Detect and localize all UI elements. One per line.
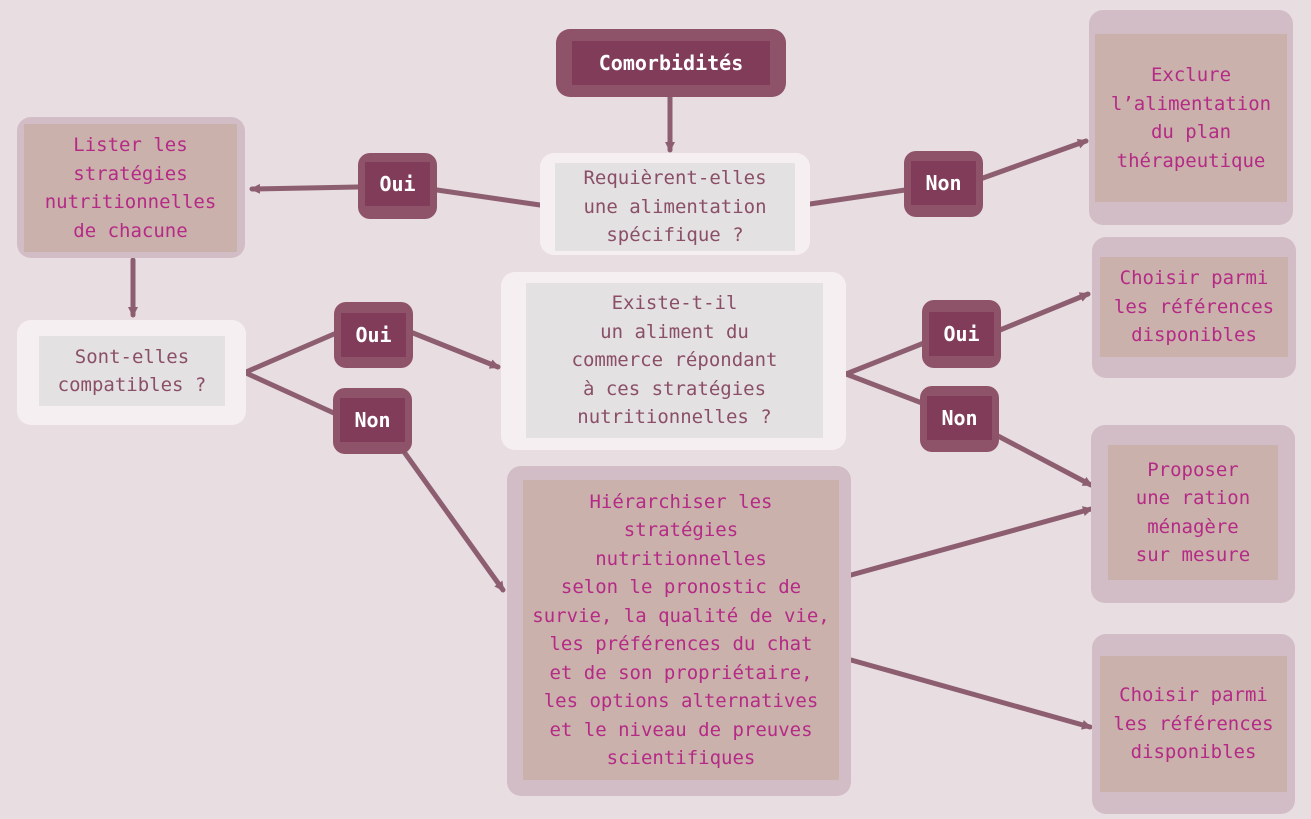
choisir-references-box-1: Choisir parmi les références disponibles [1092, 237, 1296, 378]
answer-non-2: Non [333, 388, 412, 454]
comorbidites-box: Comorbidités [556, 29, 786, 97]
answer-non-2-label: Non [340, 398, 405, 442]
connector-question-to-oui-1 [434, 187, 543, 208]
connector-aliment-to-non-3 [843, 371, 925, 406]
exclure-label: Exclure l’alimentation du plan thérapeut… [1095, 34, 1287, 202]
connector-compatibles-to-oui-2 [243, 331, 337, 375]
question-aliment-label: Existe-t-il un aliment du commerce répon… [526, 283, 823, 438]
answer-non-1: Non [904, 151, 983, 217]
question-alimentation-box: Requièrent-elles une alimentation spécif… [540, 153, 810, 255]
arrow-hierarchiser-to-choisir [848, 657, 1093, 730]
connector-compatibles-to-non-2 [243, 370, 339, 417]
connector-question-to-non-1 [807, 187, 908, 207]
lister-strategies-label: Lister les stratégies nutritionnelles de… [24, 124, 237, 252]
lister-strategies-box: Lister les stratégies nutritionnelles de… [17, 117, 245, 258]
arrow-oui-2-to-aliment [410, 330, 501, 370]
hierarchiser-label: Hiérarchiser les stratégies nutritionnel… [523, 480, 839, 780]
comorbidites-label: Comorbidités [572, 41, 770, 85]
answer-oui-3-label: Oui [929, 312, 994, 356]
answer-non-1-label: Non [911, 161, 976, 205]
question-alimentation-label: Requièrent-elles une alimentation spécif… [555, 163, 795, 251]
choisir-references-box-2: Choisir parmi les références disponibles [1092, 634, 1295, 814]
connector-aliment-to-oui-3 [843, 340, 927, 377]
ration-menagere-box: Proposer une ration ménagère sur mesure [1091, 425, 1295, 603]
arrow-non-1-to-exclure [980, 138, 1089, 181]
ration-menagere-label: Proposer une ration ménagère sur mesure [1108, 445, 1278, 580]
answer-oui-3: Oui [922, 300, 1001, 368]
answer-non-3: Non [920, 386, 999, 452]
answer-non-3-label: Non [927, 396, 992, 440]
answer-oui-2: Oui [334, 302, 413, 368]
arrow-oui-1-to-lister [249, 183, 361, 194]
question-compatibles-label: Sont-elles compatibles ? [39, 336, 225, 406]
arrow-non-3-to-ration [995, 433, 1094, 488]
exclure-box: Exclure l’alimentation du plan thérapeut… [1089, 10, 1293, 225]
choisir-references-label-2: Choisir parmi les références disponibles [1100, 656, 1287, 792]
answer-oui-2-label: Oui [341, 313, 406, 357]
arrow-non-2-to-hierarchiser [399, 446, 506, 593]
arrow-hierarchiser-to-ration [848, 506, 1094, 578]
hierarchiser-box: Hiérarchiser les stratégies nutritionnel… [507, 466, 851, 796]
choisir-references-label-1: Choisir parmi les références disponibles [1100, 257, 1288, 357]
answer-oui-1: Oui [358, 153, 437, 219]
answer-oui-1-label: Oui [365, 162, 430, 206]
question-compatibles-box: Sont-elles compatibles ? [17, 320, 246, 425]
question-aliment-box: Existe-t-il un aliment du commerce répon… [501, 272, 846, 450]
arrow-oui-3-to-choisir [997, 291, 1091, 333]
